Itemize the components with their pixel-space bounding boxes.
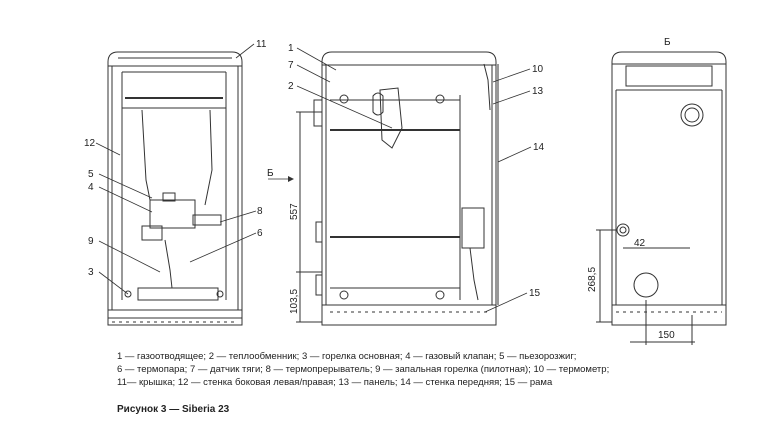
callout-4: 4	[88, 182, 94, 193]
callout-13: 13	[532, 86, 544, 97]
rear-view	[596, 51, 727, 345]
legend-line-3: 11— крышка; 12 — стенка боковая левая/пр…	[117, 377, 553, 388]
callout-14: 14	[533, 142, 545, 153]
legend-line-2: 6 — термопара; 7 — датчик тяги; 8 — терм…	[117, 364, 610, 375]
callout-1: 1	[288, 43, 294, 54]
callout-2: 2	[288, 81, 294, 92]
dimension-42: 42	[634, 238, 646, 249]
legend-line-1: 1 — газоотводящее; 2 — теплообменник; 3 …	[117, 351, 577, 362]
legend: 1 — газоотводящее; 2 — теплообменник; 3 …	[117, 350, 757, 389]
callout-3: 3	[88, 267, 94, 278]
callout-8: 8	[257, 206, 263, 217]
callout-6: 6	[257, 228, 263, 239]
view-arrow-icon	[288, 176, 294, 182]
callout-15: 15	[529, 288, 541, 299]
front-view	[296, 51, 499, 326]
side-view	[107, 51, 243, 326]
callout-10: 10	[532, 64, 544, 75]
view-top-label: Б	[664, 37, 671, 48]
leader-lines	[95, 43, 532, 313]
callout-7: 7	[288, 60, 294, 71]
callout-11: 11	[256, 39, 267, 50]
dimension-268-5: 268,5	[587, 267, 598, 292]
dimension-557: 557	[289, 203, 300, 220]
callout-5: 5	[88, 169, 94, 180]
dimension-103-5: 103,5	[289, 289, 300, 314]
view-arrow-label: Б	[267, 168, 274, 179]
boiler-technical-drawing: 11 12 5 4 9 3 8 6 1 7 2 10 13 14 15 Б Б …	[84, 37, 727, 345]
callout-12: 12	[84, 138, 96, 149]
callout-9: 9	[88, 236, 94, 247]
dimension-150: 150	[658, 330, 675, 341]
figure-caption: Рисунок 3 — Siberia 23	[117, 404, 230, 415]
